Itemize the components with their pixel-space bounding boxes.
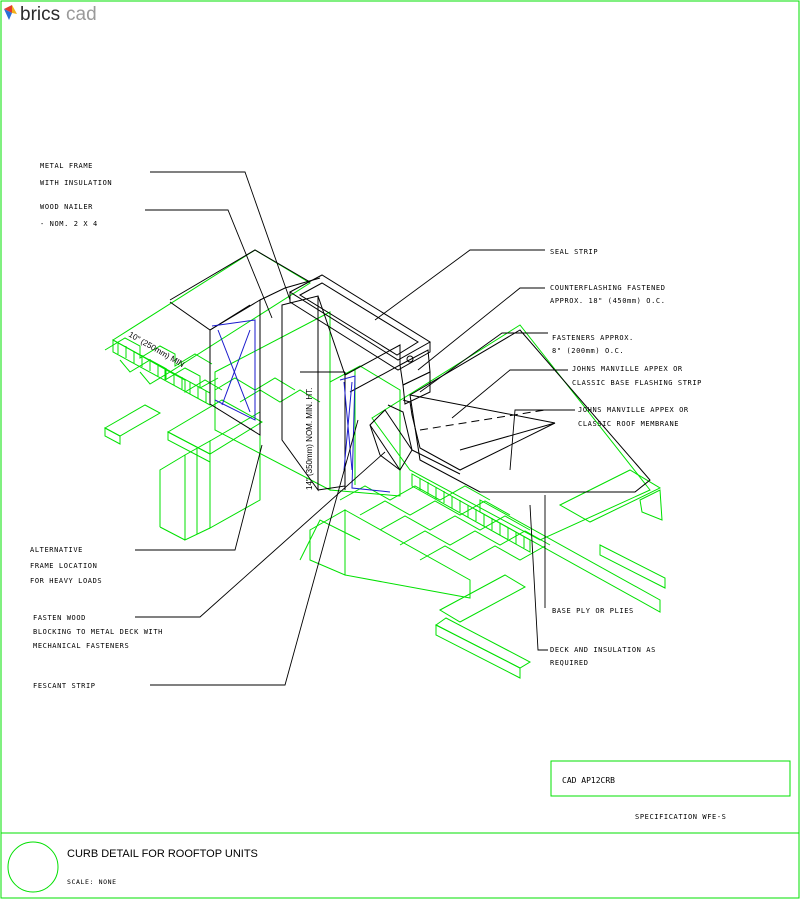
logo-text-light: cad — [66, 4, 97, 25]
callout-base-flashing-1: JOHNS MANVILLE APPEX OR — [572, 365, 683, 373]
callout-counterflashing-1: COUNTERFLASHING FASTENED — [550, 284, 666, 292]
callout-alt-frame-3: FOR HEAVY LOADS — [30, 577, 102, 585]
callout-metal-frame-2: WITH INSULATION — [40, 179, 112, 187]
callout-fasten-wood-2: BLOCKING TO METAL DECK WITH — [33, 628, 163, 636]
bricscad-logo: brics cad — [4, 4, 97, 25]
title-circle — [7, 841, 59, 893]
leader-lines — [135, 171, 575, 686]
callouts-left: METAL FRAME WITH INSULATION WOOD NAILER … — [30, 162, 163, 690]
curb-and-membrane-black — [169, 249, 651, 493]
callout-fasten-wood-3: MECHANICAL FASTENERS — [33, 642, 129, 650]
callout-fasten-wood-1: FASTEN WOOD — [33, 614, 86, 622]
drawing-scale: SCALE: NONE — [67, 878, 117, 886]
callout-alt-frame-1: ALTERNATIVE — [30, 546, 83, 554]
callout-fasteners-1: FASTENERS APPROX. — [552, 334, 634, 342]
callout-wood-nailer-1: WOOD NAILER — [40, 203, 93, 211]
callout-counterflashing-2: APPROX. 18" (450mm) O.C. — [550, 297, 666, 305]
drawing-number-box — [550, 760, 791, 797]
specification-label: SPECIFICATION WFE-S — [635, 813, 726, 821]
callout-roof-membrane-1: JOHNS MANVILLE APPEX OR — [578, 406, 689, 414]
callout-roof-membrane-2: CLASSIC ROOF MEMBRANE — [578, 420, 679, 428]
callout-fescant-strip: FESCANT STRIP — [33, 682, 96, 690]
callout-fasteners-2: 8" (200mm) O.C. — [552, 347, 624, 355]
logo-text-dark: brics — [20, 4, 60, 25]
callout-deck-insulation-2: REQUIRED — [550, 659, 589, 667]
dimension-curb-height: 14" (350mm) NOM. MIN. HT. — [305, 388, 314, 490]
drawing-title: CURB DETAIL FOR ROOFTOP UNITS — [67, 848, 258, 860]
callout-deck-insulation-1: DECK AND INSULATION AS — [550, 646, 656, 654]
callout-base-ply: BASE PLY OR PLIES — [552, 607, 634, 615]
structure-green — [103, 249, 666, 679]
callouts-right: SEAL STRIP COUNTERFLASHING FASTENED APPR… — [550, 248, 702, 667]
callout-wood-nailer-2: - NOM. 2 X 4 — [40, 220, 98, 228]
flashing-blue — [211, 319, 391, 493]
callout-base-flashing-2: CLASSIC BASE FLASHING STRIP — [572, 379, 702, 387]
callout-seal-strip: SEAL STRIP — [550, 248, 598, 256]
drawing-number: CAD AP12CRB — [562, 776, 615, 785]
callout-metal-frame-1: METAL FRAME — [40, 162, 93, 170]
callout-alt-frame-2: FRAME LOCATION — [30, 562, 97, 570]
bricscad-logo-icon — [4, 5, 17, 20]
